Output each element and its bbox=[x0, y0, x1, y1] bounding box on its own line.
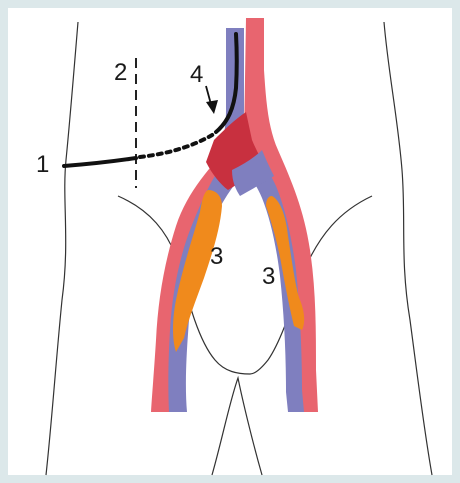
label-graft-right: 3 bbox=[262, 263, 275, 290]
torso-left-edge bbox=[46, 22, 78, 475]
torso-right-edge bbox=[384, 22, 432, 475]
catheter-dotted bbox=[140, 134, 214, 157]
vein-pointer-arrow bbox=[206, 86, 218, 114]
label-vein: 4 bbox=[190, 61, 203, 88]
catheter-solid bbox=[64, 158, 136, 166]
label-graft-left: 3 bbox=[210, 243, 223, 270]
crotch-line bbox=[212, 378, 262, 475]
label-catheter: 1 bbox=[36, 151, 49, 178]
label-incision-line: 2 bbox=[114, 59, 127, 86]
